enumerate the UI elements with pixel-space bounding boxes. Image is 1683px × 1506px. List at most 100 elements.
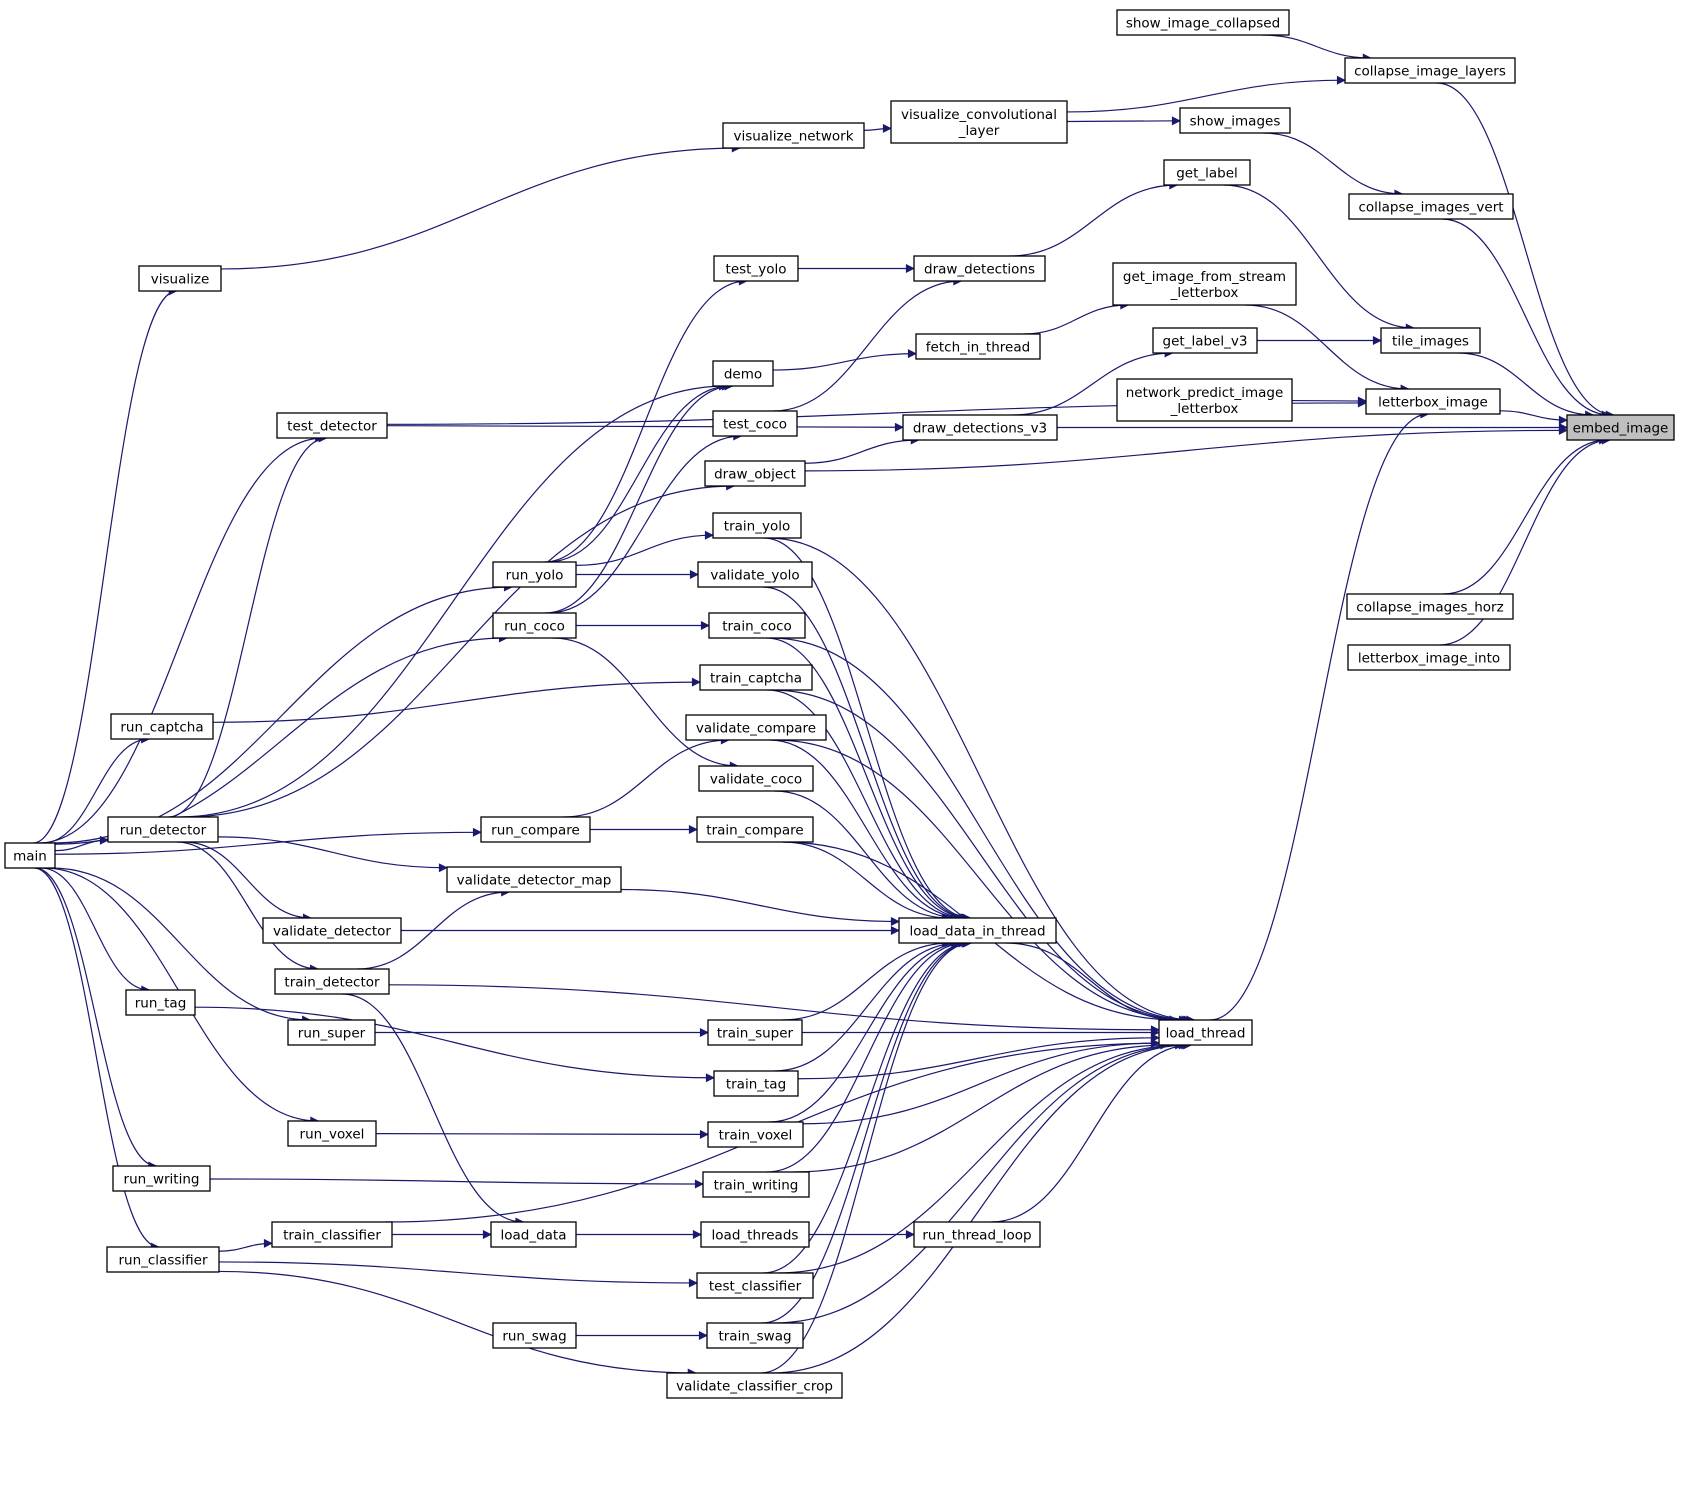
node-test_yolo[interactable]: test_yolo <box>713 255 799 282</box>
node-run_captcha[interactable]: run_captcha <box>110 713 214 740</box>
node-load_threads[interactable]: load_threads <box>700 1221 810 1248</box>
node-train_coco[interactable]: train_coco <box>708 612 806 639</box>
node-validate_detector_map[interactable]: validate_detector_map <box>446 866 622 893</box>
node-label: run_writing <box>124 1172 200 1188</box>
node-run_coco[interactable]: run_coco <box>492 612 577 639</box>
node-train_swag[interactable]: train_swag <box>706 1322 804 1349</box>
nodes: embed_image show_image_collapsed collapse_… <box>4 9 1675 1399</box>
node-run_compare[interactable]: run_compare <box>480 816 591 843</box>
edge-run_detector-to-test_detector <box>168 433 328 818</box>
edge-run_classifier-to-train_classifier <box>218 1238 273 1252</box>
node-label: train_super <box>717 1026 794 1042</box>
node-draw_object[interactable]: draw_object <box>704 460 806 487</box>
node-label: letterbox_image_into <box>1358 651 1500 667</box>
node-box <box>700 1221 810 1248</box>
node-train_yolo[interactable]: train_yolo <box>712 512 802 539</box>
node-run_super[interactable]: run_super <box>287 1019 376 1046</box>
node-run_writing[interactable]: run_writing <box>112 1165 211 1192</box>
edge-train_yolo-to-load_data_in_thread <box>763 537 972 923</box>
node-box <box>708 612 806 639</box>
node-get_label[interactable]: get_label <box>1163 159 1251 186</box>
node-box <box>1116 378 1293 422</box>
edge-run_yolo-to-train_yolo <box>575 530 714 566</box>
node-box <box>262 917 402 944</box>
node-train_tag[interactable]: train_tag <box>713 1070 799 1097</box>
node-validate_coco[interactable]: validate_coco <box>698 765 814 792</box>
node-validate_classifier_crop[interactable]: validate_classifier_crop <box>666 1372 843 1399</box>
node-letterbox_image_into[interactable]: letterbox_image_into <box>1347 644 1511 671</box>
node-visualize[interactable]: visualize <box>138 265 222 292</box>
edge-run_coco-to-validate_coco <box>552 637 739 771</box>
node-get_image_from_stream_letterbox[interactable]: get_image_from_stream_letterbox <box>1112 262 1297 306</box>
node-run_tag[interactable]: run_tag <box>125 989 196 1016</box>
edge-load_data_in_thread-to-load_thread <box>1005 942 1179 1025</box>
node-show_images[interactable]: show_images <box>1179 107 1291 134</box>
node-collapse_images_vert[interactable]: collapse_images_vert <box>1348 193 1514 220</box>
node-label: train_detector <box>284 975 380 991</box>
node-visualize_convolutional_layer[interactable]: visualize_convolutional_layer <box>890 100 1068 144</box>
node-label: show_image_collapsed <box>1126 16 1280 32</box>
node-train_classifier[interactable]: train_classifier <box>271 1221 393 1248</box>
node-load_data_in_thread[interactable]: load_data_in_thread <box>898 917 1057 944</box>
node-train_captcha[interactable]: train_captcha <box>699 664 813 691</box>
node-label: load_data_in_thread <box>909 924 1045 940</box>
node-visualize_network[interactable]: visualize_network <box>722 122 865 149</box>
node-box <box>492 612 577 639</box>
node-train_super[interactable]: train_super <box>707 1019 803 1046</box>
node-box <box>697 561 813 588</box>
node-label: test_coco <box>723 417 787 433</box>
node-label: test_detector <box>287 419 377 435</box>
node-label: train_voxel <box>719 1128 793 1144</box>
node-run_classifier[interactable]: run_classifier <box>106 1246 220 1273</box>
node-box <box>125 989 196 1016</box>
node-label: run_swag <box>502 1329 566 1345</box>
edge-collapse_images_vert-to-embed_image <box>1441 218 1611 420</box>
node-show_image_collapsed[interactable]: show_image_collapsed <box>1116 9 1290 36</box>
edge-main-to-test_detector <box>38 433 325 844</box>
node-validate_yolo[interactable]: validate_yolo <box>697 561 813 588</box>
node-label: run_classifier <box>118 1253 207 1269</box>
node-validate_compare[interactable]: validate_compare <box>685 714 827 741</box>
node-label: fetch_in_thread <box>926 340 1030 356</box>
node-label: train_captcha <box>710 671 802 687</box>
node-get_label_v3[interactable]: get_label_v3 <box>1152 327 1258 354</box>
node-test_detector[interactable]: test_detector <box>276 412 388 439</box>
edge-train_writing-to-load_thread <box>792 1040 1170 1173</box>
edge-run_classifier-to-validate_classifier_crop <box>218 1270 697 1378</box>
node-test_classifier[interactable]: test_classifier <box>696 1272 814 1299</box>
node-validate_detector[interactable]: validate_detector <box>262 917 402 944</box>
node-collapse_image_layers[interactable]: collapse_image_layers <box>1344 57 1516 84</box>
node-letterbox_image[interactable]: letterbox_image <box>1365 388 1501 415</box>
node-box <box>712 360 774 387</box>
node-load_data[interactable]: load_data <box>490 1221 577 1248</box>
edge-run_writing-to-train_writing <box>209 1178 704 1189</box>
node-run_thread_loop[interactable]: run_thread_loop <box>913 1221 1041 1248</box>
node-train_voxel[interactable]: train_voxel <box>707 1121 804 1148</box>
node-draw_detections[interactable]: draw_detections <box>913 255 1046 282</box>
node-test_coco[interactable]: test_coco <box>712 410 798 437</box>
node-tile_images[interactable]: tile_images <box>1380 327 1481 354</box>
edge-train_voxel-to-load_thread <box>802 1038 1160 1125</box>
node-demo[interactable]: demo <box>712 360 774 387</box>
node-train_compare[interactable]: train_compare <box>696 816 814 843</box>
node-run_swag[interactable]: run_swag <box>492 1322 577 1349</box>
node-label: run_yolo <box>506 568 564 584</box>
node-run_detector[interactable]: run_detector <box>107 816 219 843</box>
node-embed_image[interactable]: embed_image <box>1566 414 1675 441</box>
node-main[interactable]: main <box>4 842 56 869</box>
node-run_yolo[interactable]: run_yolo <box>492 561 577 588</box>
node-draw_detections_v3[interactable]: draw_detections_v3 <box>902 414 1058 441</box>
node-train_detector[interactable]: train_detector <box>274 968 390 995</box>
node-box <box>1348 193 1514 220</box>
node-box <box>490 1221 577 1248</box>
node-run_voxel[interactable]: run_voxel <box>287 1120 377 1147</box>
node-train_writing[interactable]: train_writing <box>702 1171 810 1198</box>
node-box <box>722 122 865 149</box>
node-load_thread[interactable]: load_thread <box>1158 1019 1253 1046</box>
node-collapse_images_horz[interactable]: collapse_images_horz <box>1346 593 1514 620</box>
node-network_predict_image_letterbox[interactable]: network_predict_image_letterbox <box>1116 378 1293 422</box>
node-label: load_threads <box>712 1228 799 1244</box>
node-box <box>704 460 806 487</box>
node-fetch_in_thread[interactable]: fetch_in_thread <box>915 333 1041 360</box>
node-box <box>4 842 56 869</box>
